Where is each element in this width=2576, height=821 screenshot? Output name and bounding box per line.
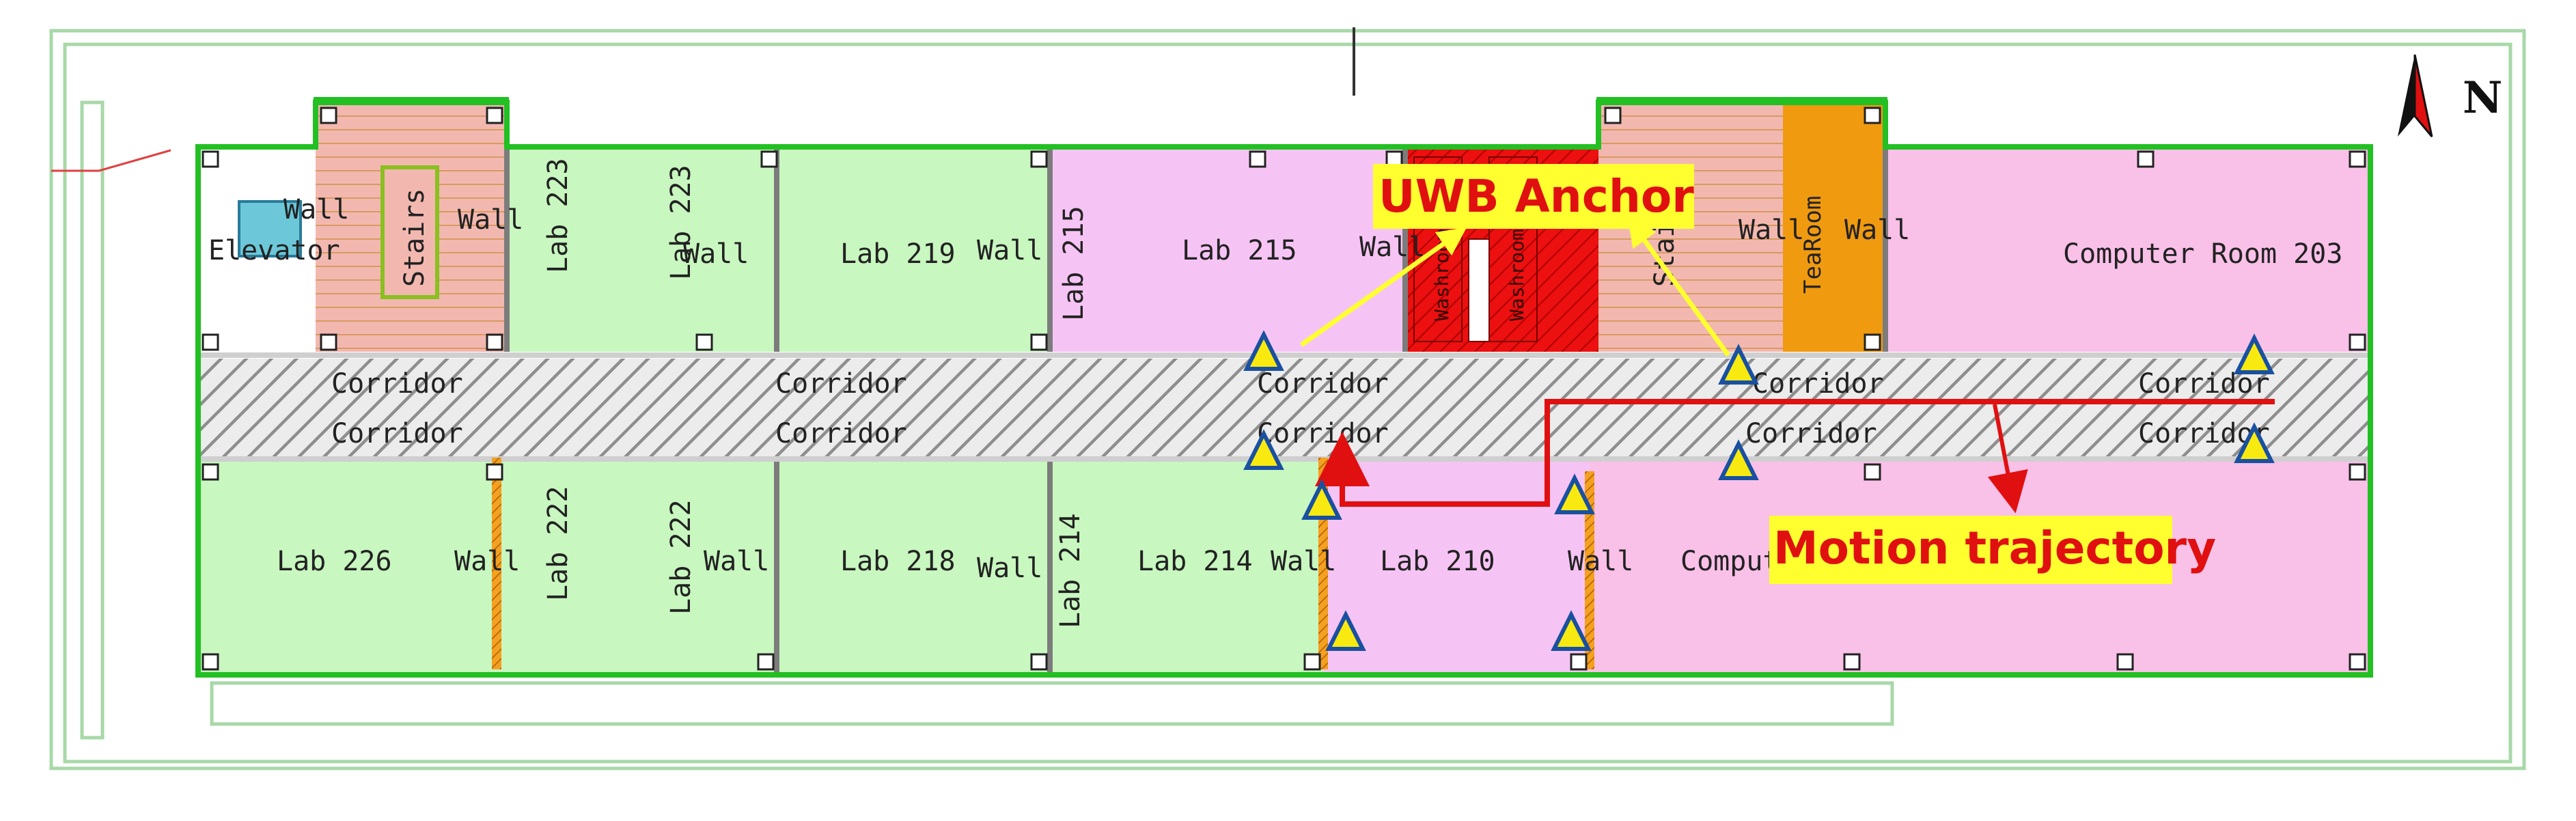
lab-222 [507, 458, 777, 675]
label-lab-218: Lab 218 [840, 546, 956, 577]
anchor-7 [1301, 479, 1342, 520]
label-lab-210: Lab 210 [1380, 546, 1495, 577]
label-lab-223-a: Lab 223 [542, 158, 574, 273]
interior-walls [198, 147, 2370, 675]
columns [202, 107, 2366, 671]
anchor-1 [1243, 330, 1284, 371]
north-label: N [2463, 72, 2503, 124]
label-stairs-west: Stairs [399, 189, 430, 288]
label-corridor-7: Corridor [1752, 368, 1884, 400]
anchor-4 [1243, 429, 1284, 470]
label-wall-8: Wall [454, 546, 520, 577]
anchor-10 [1551, 610, 1592, 651]
anchor-2 [1718, 344, 1759, 385]
label-lab-215-b: Lab 215 [1182, 235, 1297, 266]
label-wall-5: Wall [1359, 232, 1425, 263]
label-wall-9: Wall [704, 546, 769, 577]
lab-223 [507, 147, 777, 352]
label-washroom-b: Washroom [1506, 229, 1528, 321]
uwb-anchors [1243, 330, 2275, 651]
lab-219 [777, 147, 1050, 352]
label-lab-214-b: Lab 214 [1137, 546, 1253, 577]
label-computer-room-203: Computer Room 203 [2063, 238, 2342, 270]
anchor-3 [2234, 333, 2275, 374]
label-lab-219: Lab 219 [840, 238, 956, 270]
anchor-pointer-2 [1627, 217, 1730, 357]
trajectory-label-bg [1769, 516, 2172, 584]
label-corridor-4: Corridor [775, 418, 907, 449]
lab-218 [777, 458, 1050, 675]
lab-226 [198, 458, 507, 675]
trajectory-direction-arrow [1987, 404, 2028, 514]
site-outline [49, 29, 2526, 770]
label-wall-1: Wall [283, 194, 349, 225]
north-arrow-icon [2398, 54, 2433, 137]
label-elevator: Elevator [208, 235, 340, 266]
label-corridor-8: Corridor [1745, 418, 1877, 449]
anchor-label-bg [1373, 164, 1694, 229]
anchor-pointer-1 [1299, 227, 1467, 347]
label-lab-222-a: Lab 222 [542, 486, 574, 601]
elevator [238, 200, 302, 258]
lab-214 [1050, 458, 1323, 675]
anchor-5 [1718, 439, 1759, 480]
anchor-6 [2234, 422, 2275, 463]
label-corridor-2: Corridor [331, 418, 463, 449]
label-wall-10: Wall [977, 553, 1042, 584]
lab-215 [1050, 147, 1405, 352]
motion-trajectory [1315, 399, 2275, 507]
label-wall-2: Wall [458, 204, 523, 236]
anchor-8 [1554, 473, 1595, 514]
tearoom [1783, 102, 1885, 352]
anchor-label: UWB Anchor [1379, 170, 1694, 223]
label-wall-4: Wall [977, 235, 1042, 266]
label-wall-3: Wall [683, 238, 749, 270]
anchor-9 [1325, 610, 1366, 651]
label-lab-222-b: Lab 222 [665, 499, 697, 615]
label-tearoom: TeaRoom [1799, 196, 1827, 294]
label-corridor-3: Corridor [775, 368, 907, 400]
label-wall-12: Wall [1568, 546, 1633, 577]
label-wall-7: Wall [1844, 214, 1910, 246]
label-wall-11: Wall [1271, 546, 1336, 577]
label-lab-214-a: Lab 214 [1055, 513, 1086, 628]
label-corridor-6: Corridor [1257, 418, 1389, 449]
trajectory-label: Motion trajectory [1773, 522, 2216, 574]
building-outline [195, 100, 2373, 678]
label-corridor-1: Corridor [331, 368, 463, 400]
label-wall-6: Wall [1739, 214, 1804, 246]
site-path [51, 149, 171, 172]
label-lab-223-b: Lab 223 [665, 165, 697, 280]
label-lab-215-a: Lab 215 [1058, 206, 1090, 321]
computer-room-203 [1885, 147, 2370, 352]
label-corridor-5: Corridor [1257, 368, 1389, 400]
corridor [198, 359, 2370, 458]
label-lab-226: Lab 226 [277, 546, 392, 577]
